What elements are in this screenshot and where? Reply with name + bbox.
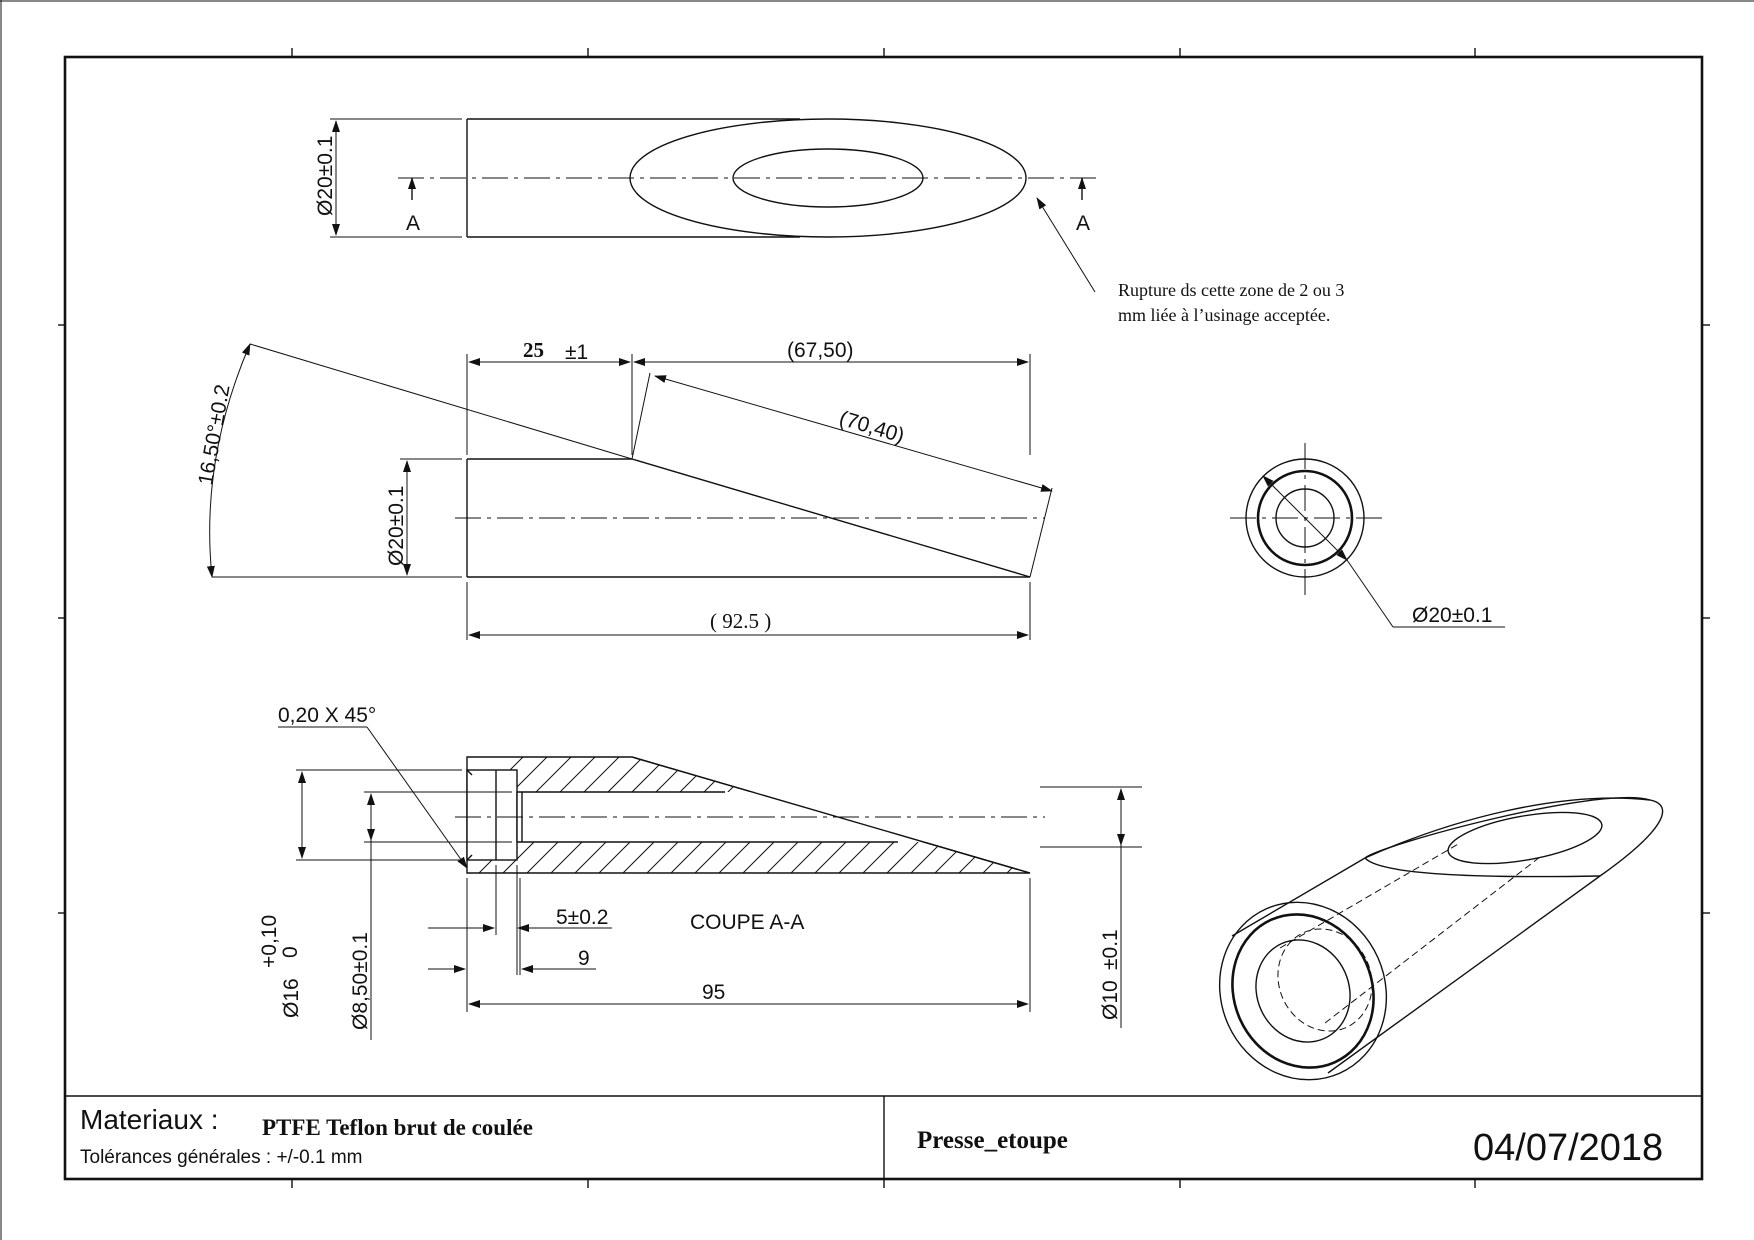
section-d10-dim: Ø10 (1099, 980, 1122, 1020)
side-view: 25 ±1 (67,50) (70,40) 16,50°±0.2 Ø20±0.1… (194, 338, 1053, 640)
side-dim-angle: 16,50°±0.2 (194, 383, 234, 487)
top-view: A A Ø20±0.1 Rupture ds cette zone de 2 o… (314, 118, 1344, 325)
end-view: Ø20±0.1 (1230, 443, 1505, 628)
side-dim-67: (67,50) (787, 339, 854, 362)
section-view: 0,20 X 45° Ø16 +0,10 0 Ø8,50±0.1 Ø10 ±0.… (258, 704, 1142, 1040)
isometric-view (1218, 796, 1664, 1081)
section-dim-5: 5±0.2 (556, 906, 608, 929)
section-dim-9: 9 (578, 947, 590, 970)
side-dim-25-tol: ±1 (565, 341, 588, 364)
section-d16-upper-tol: +0,10 (258, 915, 281, 968)
top-diameter-dim: Ø20±0.1 (314, 136, 337, 216)
materials-label: Materiaux : (80, 1104, 219, 1135)
section-dim-95: 95 (702, 981, 725, 1004)
side-dim-total: ( 92.5 ) (710, 609, 771, 633)
section-title: COUPE A-A (690, 911, 804, 934)
section-mark-left: A (406, 212, 420, 235)
section-d16-lower-tol: 0 (279, 946, 302, 958)
drawing-date: 04/07/2018 (1473, 1127, 1663, 1169)
title-block: Materiaux : PTFE Teflon brut de coulée T… (65, 1095, 1702, 1179)
side-dim-25: 25 (523, 338, 544, 362)
rupture-note-line1: Rupture ds cette zone de 2 ou 3 (1118, 280, 1344, 300)
side-dim-70: (70,40) (837, 407, 907, 448)
end-diameter-dim: Ø20±0.1 (1412, 604, 1492, 627)
rupture-note-line2: mm liée à l’usinage acceptée. (1118, 305, 1330, 325)
section-d8-dim: Ø8,50±0.1 (349, 932, 372, 1030)
chamfer-callout: 0,20 X 45° (278, 704, 376, 727)
side-diameter-dim: Ø20±0.1 (385, 486, 408, 566)
materials-value: PTFE Teflon brut de coulée (262, 1115, 533, 1140)
section-d16-dim: Ø16 (280, 978, 303, 1018)
part-name: Presse_etoupe (917, 1127, 1068, 1154)
section-mark-right: A (1076, 212, 1090, 235)
general-tolerances: Tolérances générales : +/-0.1 mm (80, 1147, 363, 1168)
section-d10-tol: ±0.1 (1099, 929, 1122, 970)
